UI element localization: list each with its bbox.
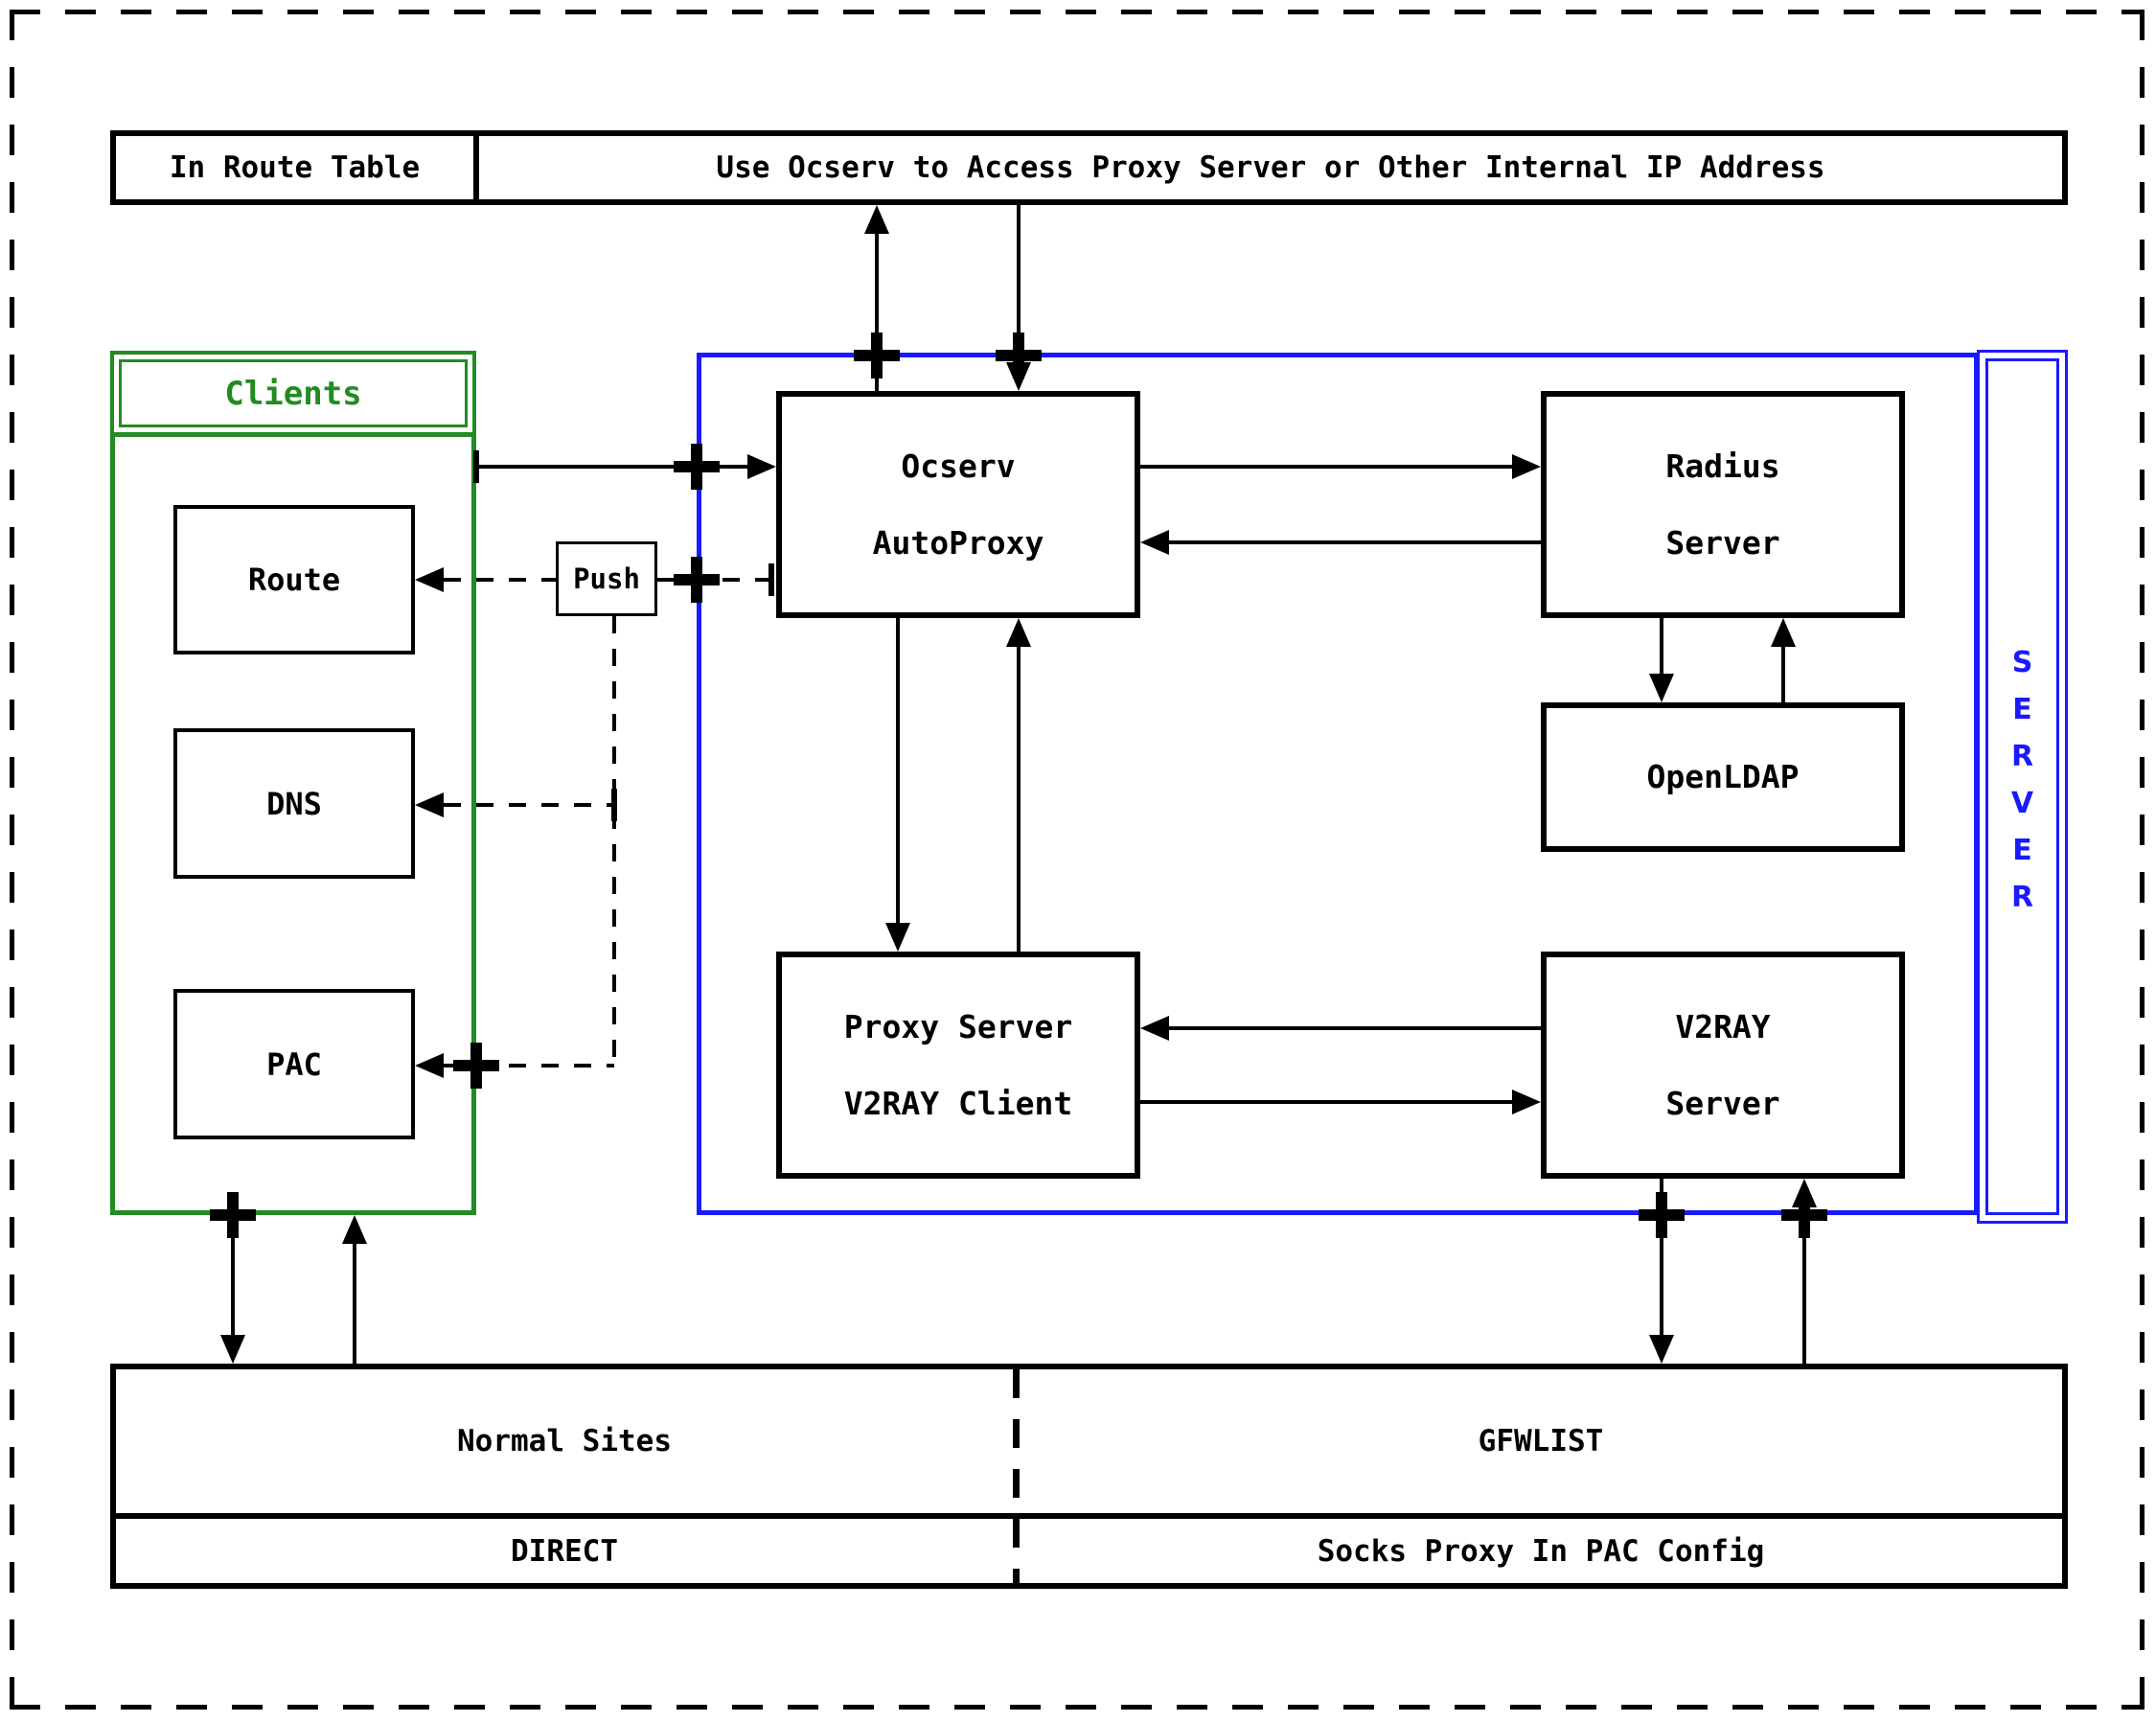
node-openldap-line1: OpenLDAP [1646, 758, 1800, 795]
cell-socks-proxy: Socks Proxy In PAC Config [1317, 1533, 1765, 1569]
node-v2ray-client-line2: V2RAY Client [843, 1084, 1073, 1122]
line-ocserv-to-v2ray-client [896, 618, 900, 923]
line-v2ray-server-to-client [1169, 1026, 1541, 1030]
node-ocserv-line1: Ocserv [901, 447, 1016, 485]
node-dns: DNS [173, 728, 415, 879]
arrow-into-ocserv-left [747, 454, 776, 479]
crossing-blue-left-upper [674, 444, 720, 490]
arrow-into-openldap [1649, 674, 1674, 702]
node-radius-line2: Server [1665, 523, 1780, 562]
tick-dns-branch [611, 789, 617, 821]
arrow-into-dns [415, 792, 444, 817]
node-v2ray-client-line1: Proxy Server [843, 1007, 1073, 1045]
arrow-into-table-gfwlist [1649, 1335, 1674, 1364]
line-table-to-clients [353, 1244, 356, 1364]
line-clients-to-table [231, 1215, 235, 1335]
line-banner-to-ocserv [1017, 205, 1021, 362]
node-v2ray-server: V2RAY Server [1541, 952, 1905, 1179]
arrow-into-ocserv-bottom [1006, 618, 1031, 647]
server-strip-inner: SERVER [1985, 358, 2059, 1215]
node-openldap: OpenLDAP [1541, 702, 1905, 852]
arrow-into-radius-bottom [1771, 618, 1796, 647]
node-radius-server: Radius Server [1541, 391, 1905, 618]
crossing-blue-left-push [674, 557, 720, 603]
arrow-into-v2ray-client-right [1140, 1016, 1169, 1041]
crossing-blue-top-right [996, 333, 1042, 379]
arrow-into-route [415, 567, 444, 592]
crossing-green-bottom [210, 1192, 256, 1238]
line-radius-to-openldap [1660, 618, 1663, 674]
arrow-into-table-normal [220, 1335, 245, 1364]
server-strip-label: SERVER [2006, 646, 2039, 928]
line-ocserv-to-radius [1140, 465, 1512, 469]
arrow-into-banner [864, 205, 889, 234]
dashed-push-vertical [612, 616, 616, 1066]
node-ocserv-autoproxy: Ocserv AutoProxy [776, 391, 1140, 618]
cell-direct: DIRECT [511, 1533, 618, 1569]
crossing-green-right-pac [453, 1043, 499, 1089]
route-table-banner: In Route Table Use Ocserv to Access Prox… [110, 130, 2068, 205]
banner-cell-in-route-table: In Route Table [116, 136, 479, 199]
tick-push-at-ocserv [768, 563, 774, 596]
line-clients-to-ocserv [476, 465, 747, 469]
dashed-push-to-pac [444, 1064, 614, 1068]
line-v2ray-client-to-server [1140, 1100, 1512, 1104]
table-row-divider [116, 1513, 2062, 1519]
dashed-push-to-dns [444, 803, 614, 807]
arrow-into-v2ray-client-top [885, 923, 910, 952]
cell-gfwlist: GFWLIST [1478, 1424, 1604, 1458]
node-radius-line1: Radius [1665, 447, 1780, 485]
node-v2ray-server-line2: Server [1665, 1084, 1780, 1122]
line-ocserv-to-banner [875, 234, 879, 391]
dashed-push-to-route [444, 578, 556, 582]
table-column-divider [1013, 1369, 1020, 1583]
node-v2ray-client: Proxy Server V2RAY Client [776, 952, 1140, 1179]
crossing-blue-bottom-left [1639, 1192, 1685, 1238]
line-openldap-to-radius [1781, 647, 1785, 702]
line-table-to-v2ray-server [1802, 1207, 1806, 1364]
crossing-blue-top-left [854, 333, 900, 379]
arrow-into-ocserv-right [1140, 530, 1169, 555]
stub-clients-border [473, 450, 479, 483]
node-push: Push [556, 541, 657, 616]
clients-group-title: Clients [119, 359, 468, 427]
clients-group-header: Clients [110, 351, 476, 436]
line-v2ray-client-to-ocserv [1017, 647, 1021, 952]
cell-normal-sites: Normal Sites [457, 1424, 672, 1458]
line-radius-to-ocserv [1169, 540, 1541, 544]
routing-result-table: Normal Sites GFWLIST DIRECT Socks Proxy … [110, 1364, 2068, 1589]
node-route: Route [173, 505, 415, 654]
node-ocserv-line2: AutoProxy [872, 523, 1044, 562]
crossing-blue-bottom-right [1781, 1192, 1827, 1238]
line-v2ray-server-to-table [1660, 1179, 1663, 1335]
banner-cell-use-ocserv: Use Ocserv to Access Proxy Server or Oth… [716, 150, 1825, 185]
arrow-into-pac [415, 1053, 444, 1078]
server-strip: SERVER [1977, 350, 2068, 1224]
arrow-into-radius [1512, 454, 1541, 479]
arrow-into-v2ray-server-left [1512, 1090, 1541, 1114]
node-v2ray-server-line1: V2RAY [1675, 1007, 1771, 1045]
node-pac: PAC [173, 989, 415, 1139]
arrow-into-clients-bottom [342, 1215, 367, 1244]
